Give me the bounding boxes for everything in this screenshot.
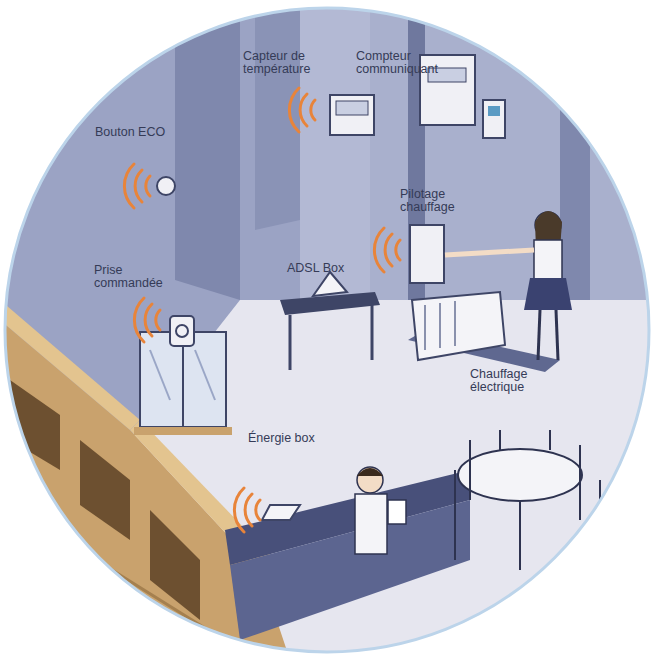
callout-label: Énergie box <box>248 432 338 445</box>
electric-heater <box>412 292 505 360</box>
wireless-waves <box>124 88 400 532</box>
facade-window <box>80 440 130 540</box>
facade-window <box>10 380 60 470</box>
arm <box>445 250 534 255</box>
heater-fin <box>454 301 456 346</box>
woman <box>445 211 572 360</box>
callout-label: Prise commandée <box>94 264 174 290</box>
wave <box>289 88 315 132</box>
table-stand <box>519 501 521 570</box>
chairs <box>455 430 600 570</box>
controlled-socket <box>170 316 194 346</box>
middle-wall <box>300 0 370 300</box>
window-glare <box>150 350 170 400</box>
table-leg <box>289 315 292 370</box>
head <box>357 467 383 493</box>
meter-box <box>483 100 505 138</box>
wave <box>124 164 150 208</box>
heating-controller <box>410 225 444 283</box>
table-leg <box>371 305 374 360</box>
energy-box <box>262 505 300 520</box>
adsl-table <box>280 292 380 315</box>
adsl-box <box>313 272 347 296</box>
leg <box>556 310 558 360</box>
leg <box>538 310 540 360</box>
callout-label: Compteur communiquant <box>356 50 448 76</box>
wall-column <box>255 0 300 230</box>
counter-front <box>230 500 470 640</box>
skirt <box>524 278 572 310</box>
callout-label: Capteur de température <box>243 50 325 76</box>
callout-label: Bouton ECO <box>95 126 185 139</box>
wave <box>134 298 160 342</box>
temperature-sensor <box>330 95 374 135</box>
socket-face <box>176 325 188 337</box>
man <box>355 467 406 554</box>
window-glare <box>195 350 215 400</box>
wall-column <box>175 0 240 300</box>
eco-button <box>157 177 175 195</box>
shirt <box>355 494 387 554</box>
callout-label: Pilotage chauffage <box>400 188 472 214</box>
frame-circle <box>5 8 649 652</box>
heater-fin <box>424 305 426 350</box>
callout-label: ADSL Box <box>287 262 367 275</box>
hair <box>357 468 383 476</box>
paper <box>388 500 406 524</box>
shirt <box>534 240 562 280</box>
wave <box>374 228 400 272</box>
meter-screen <box>488 106 500 116</box>
callout-label: Chauffage électrique <box>470 368 550 394</box>
round-table <box>458 449 582 501</box>
window-sill <box>134 427 232 435</box>
wave <box>234 488 260 532</box>
heater-fin <box>439 303 441 348</box>
sensor-display <box>336 101 368 115</box>
